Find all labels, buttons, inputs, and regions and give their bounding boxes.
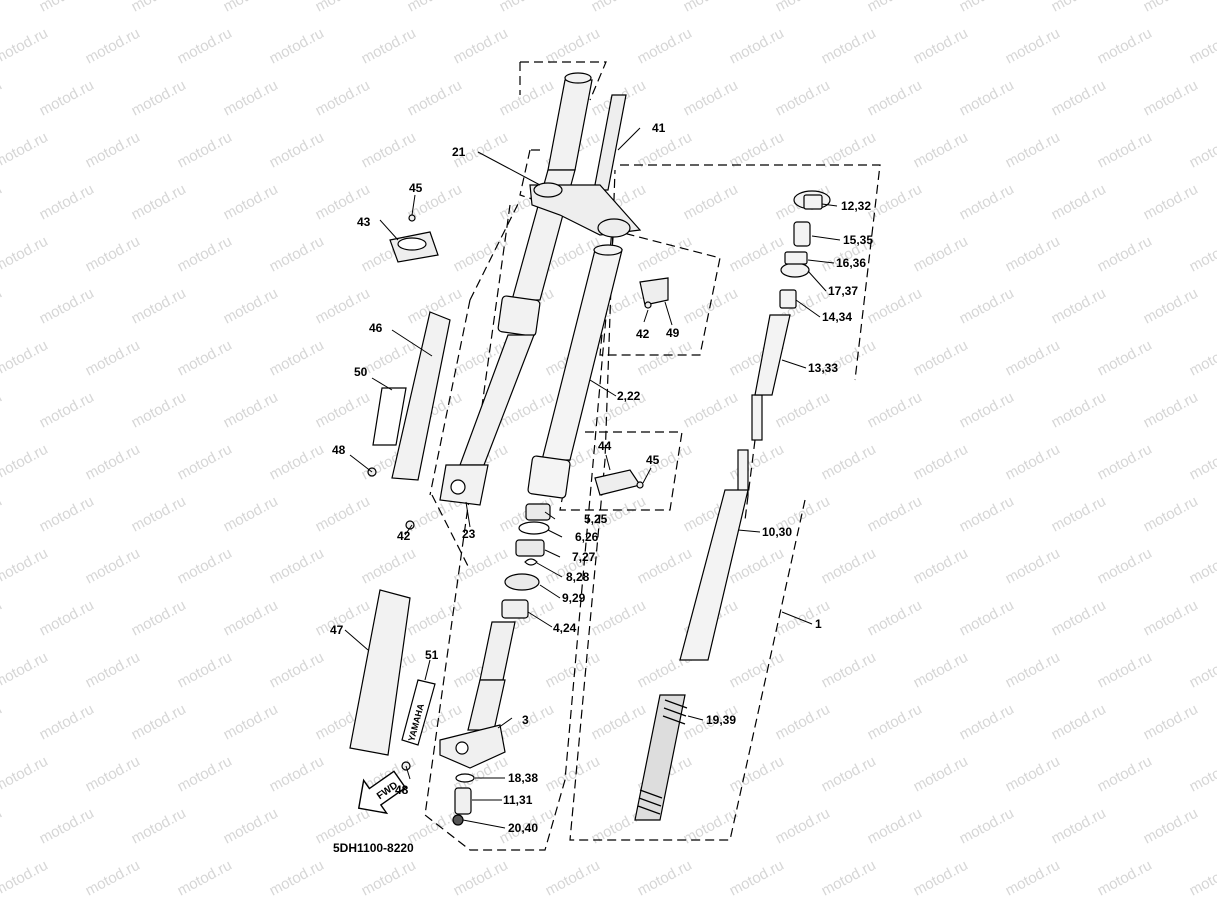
diagram-code: 5DH1100-8220 xyxy=(333,841,414,855)
inner-tube-2-22 xyxy=(527,244,623,499)
callout-44: 44 xyxy=(598,439,612,453)
callout-19-39: 19,39 xyxy=(706,713,736,727)
callout-16-36: 16,36 xyxy=(836,256,866,270)
callout-42-right: 42 xyxy=(636,327,650,341)
callout-51: 51 xyxy=(425,648,439,662)
callout-18-38: 18,38 xyxy=(508,771,538,785)
callout-4-24: 4,24 xyxy=(553,621,577,635)
callout-17-37: 17,37 xyxy=(828,284,858,298)
steering-stem-41 xyxy=(529,94,642,238)
callout-5-25: 5,25 xyxy=(584,512,608,526)
damper-rod-10-30 xyxy=(634,190,831,821)
callout-11-31: 11,31 xyxy=(503,793,533,807)
callout-43: 43 xyxy=(357,215,371,229)
callout-45-mid: 45 xyxy=(646,453,660,467)
callout-12-32: 12,32 xyxy=(841,199,871,213)
spring-coils xyxy=(637,699,688,815)
callout-42-left: 42 xyxy=(397,529,411,543)
callout-48-upper: 48 xyxy=(332,443,346,457)
callout-50: 50 xyxy=(354,365,368,379)
outer-tube-21 xyxy=(439,72,593,506)
callout-7-27: 7,27 xyxy=(572,550,596,564)
callout-47: 47 xyxy=(330,623,344,637)
callout-10-30: 10,30 xyxy=(762,525,792,539)
callout-8-28: 8,28 xyxy=(566,570,590,584)
leader-lines xyxy=(344,127,841,829)
callout-2-22: 2,22 xyxy=(617,389,641,403)
fork-bottom-3 xyxy=(439,599,529,826)
seal-stack xyxy=(504,503,551,591)
callout-20-40: 20,40 xyxy=(508,821,538,835)
callout-6-26: 6,26 xyxy=(575,530,599,544)
callout-48-lower: 48 xyxy=(395,783,409,797)
callout-45-top: 45 xyxy=(409,181,423,195)
callout-1: 1 xyxy=(815,617,822,631)
guards xyxy=(349,311,451,756)
callout-41: 41 xyxy=(652,121,666,135)
callout-13-33: 13,33 xyxy=(808,361,838,375)
callout-3: 3 xyxy=(522,713,529,727)
callout-14-34: 14,34 xyxy=(822,310,852,324)
callout-21: 21 xyxy=(452,145,466,159)
callout-labels: 1 2,22 3 4,24 5,25 6,26 7,27 8,28 9,29 1… xyxy=(330,121,873,855)
callout-46: 46 xyxy=(369,321,383,335)
callout-9-29: 9,29 xyxy=(562,591,586,605)
callout-49: 49 xyxy=(666,326,680,340)
fwd-arrow-icon: FWD xyxy=(357,770,407,815)
callout-15-35: 15,35 xyxy=(843,233,873,247)
clamps xyxy=(367,214,669,771)
callout-23: 23 xyxy=(462,527,476,541)
